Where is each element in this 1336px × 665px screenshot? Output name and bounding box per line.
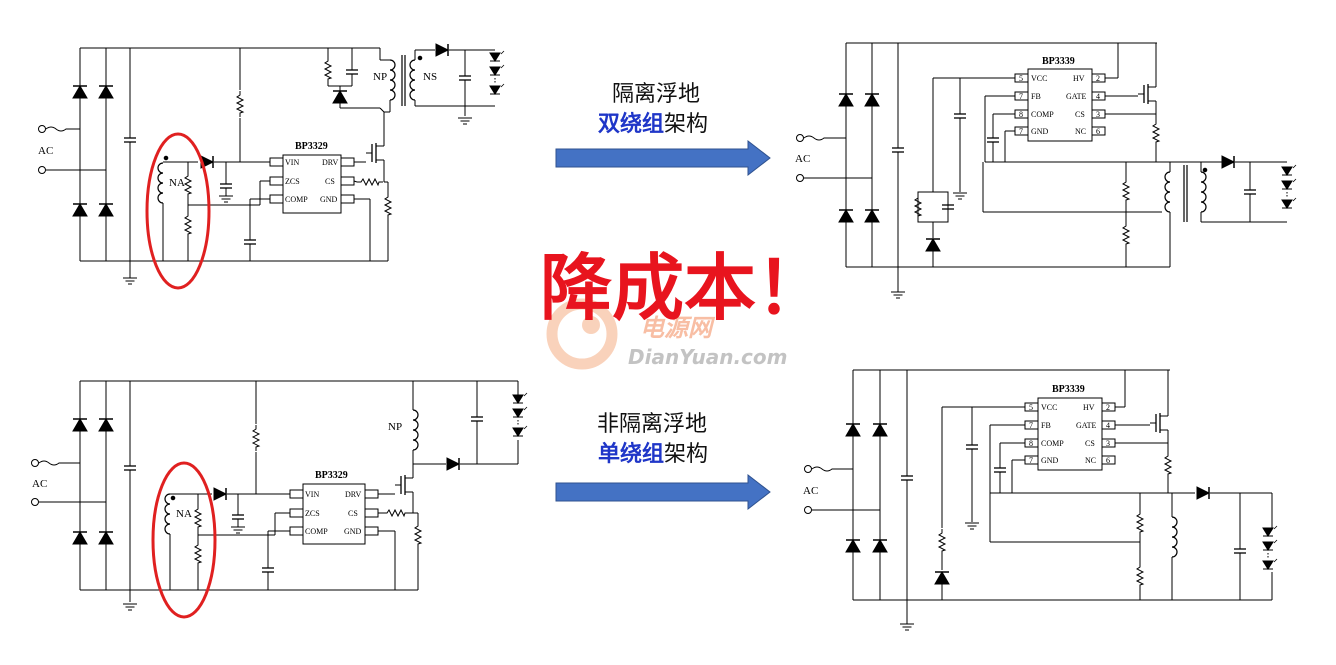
pin-number: 7 (1029, 456, 1033, 465)
pin-fb: FB (1031, 92, 1041, 101)
ns-label: NS (423, 71, 437, 83)
pin-fb: FB (1041, 421, 1051, 430)
chip-name: BP3329 (315, 470, 348, 481)
watermark-logo-ring (546, 298, 618, 370)
pin-vin: VIN (285, 158, 299, 167)
pin-hv: HV (1083, 403, 1095, 412)
pin-number: 2 (1096, 74, 1100, 83)
watermark: 电源网 DianYuan.com (546, 298, 787, 370)
pin-comp: COMP (285, 195, 308, 204)
watermark-logo-dot (582, 316, 600, 334)
headline: 降成本！ (540, 246, 828, 330)
caption-non-isolated: 非隔离浮地 单绕组架构 (597, 412, 708, 467)
ac-label: AC (803, 485, 818, 497)
chip-name: BP3329 (295, 141, 328, 152)
highlight-ellipse-bottom (151, 461, 217, 619)
pin-cs: CS (1075, 110, 1085, 119)
pin-number: 4 (1106, 421, 1110, 430)
pin-drv: DRV (322, 158, 338, 167)
pin-number: 6 (1106, 456, 1110, 465)
pin-vcc: VCC (1041, 403, 1057, 412)
pin-number: 3 (1096, 110, 1100, 119)
arrow-bottom (555, 473, 771, 511)
pin-number: 4 (1096, 92, 1100, 101)
pin-number: 6 (1096, 127, 1100, 136)
caption-non-isolated-highlight: 单绕组 (598, 441, 664, 467)
pin-cs: CS (1085, 439, 1095, 448)
np-label: NP (388, 421, 402, 433)
pin-number: 7 (1019, 127, 1023, 136)
arrow-top (555, 139, 771, 177)
labels-bottom-right: AC BP3339 VCC FB COMP GND HV GATE CS NC … (803, 384, 1110, 497)
circuit-bottom-left (31, 380, 528, 611)
pin-comp: COMP (1031, 110, 1054, 119)
pin-nc: NC (1075, 127, 1086, 136)
na-label: NA (169, 177, 185, 189)
pin-number: 7 (1029, 421, 1033, 430)
caption-isolated: 隔离浮地 双绕组架构 (598, 82, 708, 137)
pin-cs: CS (348, 509, 358, 518)
pin-hv: HV (1073, 74, 1085, 83)
watermark-en-text: DianYuan.com (628, 345, 787, 369)
pin-vin: VIN (305, 490, 319, 499)
circuit-bottom-right (804, 369, 1278, 631)
caption-non-isolated-line1: 非隔离浮地 (597, 412, 707, 437)
circuit-top-right (796, 42, 1297, 299)
pin-number: 5 (1019, 74, 1023, 83)
pin-comp: COMP (305, 527, 328, 536)
ac-label: AC (32, 478, 47, 490)
pin-cs: CS (325, 177, 335, 186)
caption-isolated-highlight: 双绕组 (598, 111, 664, 137)
pin-drv: DRV (345, 490, 361, 499)
pin-gnd: GND (1031, 127, 1049, 136)
pin-number: 8 (1019, 110, 1023, 119)
pin-zcs: ZCS (285, 177, 300, 186)
ac-label: AC (38, 145, 53, 157)
pin-number: 7 (1019, 92, 1023, 101)
circuit-top-left (38, 43, 505, 285)
labels-top-right: AC BP3339 VCC FB COMP GND HV GATE CS NC … (795, 56, 1100, 165)
chip-name: BP3339 (1042, 56, 1075, 67)
caption-isolated-line1: 隔离浮地 (612, 82, 700, 107)
pin-zcs: ZCS (305, 509, 320, 518)
caption-non-isolated-line2: 单绕组架构 (598, 441, 708, 467)
np-label: NP (373, 71, 387, 83)
labels-bottom-left: AC NA NP BP3329 VIN ZCS COMP DRV CS GND (32, 421, 402, 536)
na-label: NA (176, 508, 192, 520)
caption-isolated-rest: 架构 (664, 112, 708, 137)
watermark-cn-text: 电源网 (640, 314, 716, 342)
pin-gnd: GND (344, 527, 362, 536)
pin-number: 2 (1106, 403, 1110, 412)
pin-comp: COMP (1041, 439, 1064, 448)
pin-gnd: GND (1041, 456, 1059, 465)
pin-number: 3 (1106, 439, 1110, 448)
caption-non-isolated-rest: 架构 (664, 442, 708, 467)
labels-top-left: AC NA NP NS BP3329 VIN ZCS COMP DRV CS G… (38, 71, 437, 204)
pin-nc: NC (1085, 456, 1096, 465)
pin-gnd: GND (320, 195, 338, 204)
highlight-ellipse-top (145, 132, 211, 290)
pin-number: 8 (1029, 439, 1033, 448)
caption-isolated-line2: 双绕组架构 (598, 111, 708, 137)
pin-gate: GATE (1066, 92, 1087, 101)
ac-label: AC (795, 153, 810, 165)
pin-vcc: VCC (1031, 74, 1047, 83)
chip-name: BP3339 (1052, 384, 1085, 395)
pin-number: 5 (1029, 403, 1033, 412)
pin-gate: GATE (1076, 421, 1097, 430)
